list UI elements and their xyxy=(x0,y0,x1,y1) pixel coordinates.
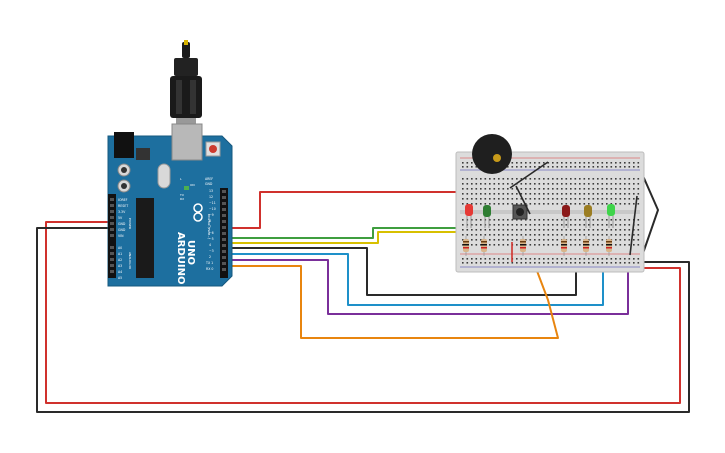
svg-text:A0: A0 xyxy=(118,246,122,250)
svg-text:A1: A1 xyxy=(118,252,122,256)
digital-label: DIGITAL (PWM~) xyxy=(207,214,211,239)
usb-cable xyxy=(170,40,202,128)
tx-label: TX xyxy=(179,193,184,197)
brand-label: ARDUINO xyxy=(175,232,186,284)
svg-text:GND: GND xyxy=(118,222,126,226)
svg-text:12: 12 xyxy=(209,195,213,199)
svg-text:A3: A3 xyxy=(118,264,122,268)
wires[interactable] xyxy=(36,159,690,413)
svg-text:8: 8 xyxy=(209,219,211,223)
svg-text:~6: ~6 xyxy=(209,231,214,235)
l-label: L xyxy=(180,177,182,181)
analog-label: ANALOG IN xyxy=(128,252,132,269)
resistor xyxy=(520,236,526,256)
crystal xyxy=(157,163,171,189)
buzzer-lead xyxy=(509,161,549,189)
svg-text:A2: A2 xyxy=(118,258,122,262)
svg-text:~3: ~3 xyxy=(209,249,214,253)
resistor xyxy=(561,236,567,256)
on-label: ON xyxy=(190,183,195,187)
resistor xyxy=(481,236,487,256)
green-led[interactable] xyxy=(483,205,491,228)
svg-text:A5: A5 xyxy=(118,276,122,280)
pushbutton[interactable] xyxy=(512,204,528,220)
wire-orange[interactable] xyxy=(224,225,559,339)
svg-text:~5: ~5 xyxy=(209,237,214,241)
green-led-2[interactable] xyxy=(607,204,615,228)
svg-text:2: 2 xyxy=(209,255,211,259)
wire-red-buzzer[interactable] xyxy=(224,191,480,229)
svg-text:RX 0: RX 0 xyxy=(206,267,213,271)
infinity-logo xyxy=(193,203,203,222)
red-led[interactable] xyxy=(465,204,473,228)
resistor xyxy=(463,236,469,256)
svg-text:4: 4 xyxy=(209,243,211,247)
jumper-black-2 xyxy=(629,195,638,256)
breadboard-jumpers[interactable] xyxy=(511,185,638,262)
digital-pin-labels: 13 12 ~11 ~10 ~9 8 7 ~6 ~5 4 ~3 2 TX 1 R… xyxy=(205,189,216,271)
breadboard[interactable] xyxy=(455,151,645,273)
jumper-black xyxy=(515,185,531,215)
resistors[interactable] xyxy=(463,236,612,256)
svg-text:~9: ~9 xyxy=(209,213,214,217)
svg-text:~11: ~11 xyxy=(209,201,216,205)
yellow-led[interactable] xyxy=(584,205,592,228)
svg-text:A4: A4 xyxy=(118,270,122,274)
atmega-chip xyxy=(136,198,154,278)
svg-text:TX 1: TX 1 xyxy=(205,261,213,265)
svg-text:IOREF: IOREF xyxy=(118,198,128,202)
rx-label: RX xyxy=(180,197,184,201)
power-pin-labels: IOREF RESET 3.3V 5V GND GND VIN POWER A0… xyxy=(118,198,132,280)
resistor xyxy=(583,236,589,256)
buzzer[interactable] xyxy=(472,134,549,189)
svg-text:7: 7 xyxy=(209,225,211,229)
svg-text:VIN: VIN xyxy=(118,234,124,238)
arduino-board[interactable]: ARDUINO UNO DIGITAL (PWM~) ON TX RX L 13… xyxy=(107,123,233,287)
svg-text:AREF: AREF xyxy=(205,177,213,181)
power-jack xyxy=(114,132,134,158)
usb-port xyxy=(171,123,203,161)
svg-text:5V: 5V xyxy=(118,216,123,220)
red-led-2[interactable] xyxy=(562,205,570,228)
power-label: POWER xyxy=(128,218,132,229)
wire-5v-red[interactable] xyxy=(45,221,681,404)
svg-text:GND: GND xyxy=(118,228,126,232)
top-pin-labels: AREF GND xyxy=(205,177,213,186)
svg-text:RESET: RESET xyxy=(118,204,128,208)
model-label: UNO xyxy=(185,240,196,265)
svg-text:3.3V: 3.3V xyxy=(118,210,126,214)
resistor xyxy=(606,236,612,256)
svg-text:13: 13 xyxy=(209,189,213,193)
svg-text:~10: ~10 xyxy=(209,207,216,211)
wire-gnd-black[interactable] xyxy=(36,159,690,413)
svg-text:GND: GND xyxy=(205,182,213,186)
